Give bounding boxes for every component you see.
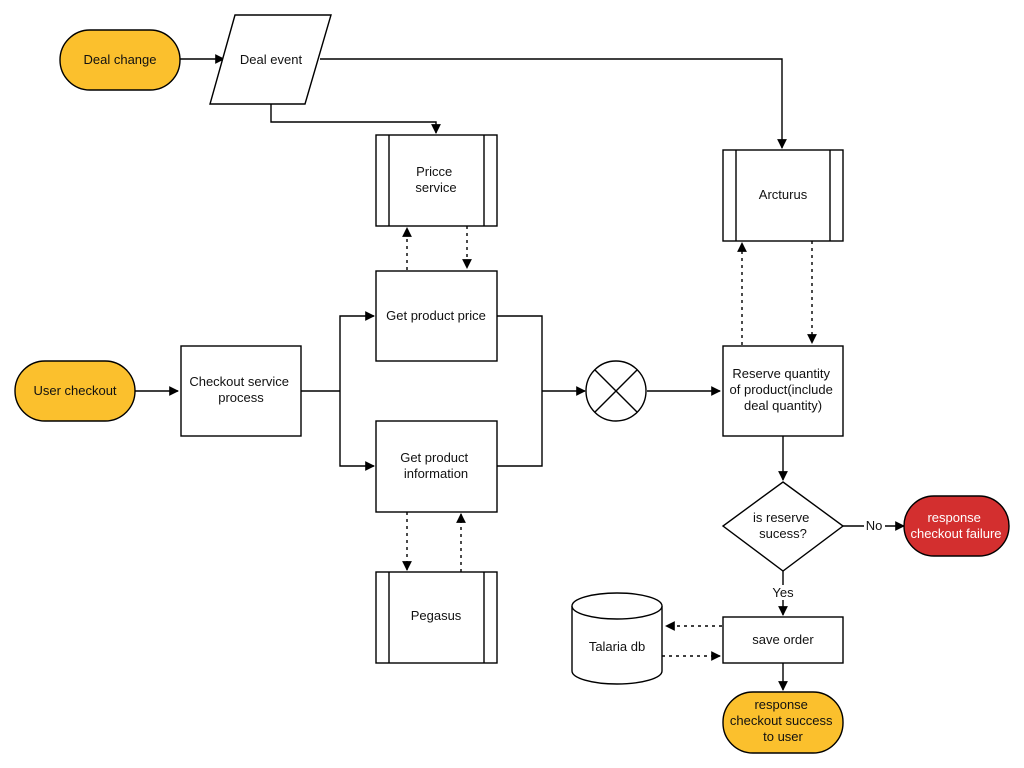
node-label-line: Get product: [400, 450, 468, 465]
node-label: response checkout failure: [910, 510, 1001, 541]
connectors: [135, 54, 905, 691]
node-label-line: deal quantity): [744, 398, 822, 413]
node-label-line: Checkout service: [189, 374, 289, 389]
edge-split-to-get-price: [339, 311, 375, 391]
node-label-line: is reserve: [753, 510, 809, 525]
node-response-success: response checkout success to user: [722, 691, 844, 754]
node-label: Deal event: [240, 52, 303, 67]
node-label-line: process: [218, 390, 264, 405]
node-deal-event: Deal event: [209, 14, 332, 105]
node-arcturus: Arcturus: [722, 149, 844, 242]
node-response-failure: response checkout failure: [903, 495, 1010, 557]
node-label-line: to user: [763, 729, 803, 744]
node-pegasus: Pegasus: [375, 571, 498, 664]
node-label-line: response: [754, 697, 807, 712]
node-label: Pricce service: [415, 164, 456, 195]
node-label: response checkout success to user: [730, 697, 836, 744]
edge-label-no: No: [866, 518, 883, 533]
node-label: Checkout service process: [189, 374, 292, 405]
node-label: Get product price: [386, 308, 486, 323]
edge-split-to-get-info: [339, 391, 375, 471]
edge-get-price-to-merge: [497, 315, 543, 467]
node-label-line: response: [927, 510, 980, 525]
edge-deal-event-to-price-service: [270, 104, 441, 134]
node-label-line: Pricce: [416, 164, 452, 179]
node-label: Deal change: [84, 52, 157, 67]
node-label-line: sucess?: [759, 526, 807, 541]
node-label: Pegasus: [411, 608, 462, 623]
edge-deal-event-to-arcturus: [320, 58, 787, 149]
node-label-line: service: [415, 180, 456, 195]
node-label: is reserve sucess?: [753, 510, 813, 541]
node-label: save order: [752, 632, 814, 647]
edge-label-yes: Yes: [772, 585, 794, 600]
node-reserve-quantity: Reserve quantity of product(include deal…: [722, 345, 844, 437]
node-label-line: Reserve quantity: [732, 366, 830, 381]
node-talaria-db: Talaria db: [571, 592, 663, 685]
node-get-product-price: Get product price: [375, 270, 498, 362]
node-label-line: of product(include: [730, 382, 833, 397]
node-label: Get product information: [400, 450, 472, 481]
node-label: User checkout: [33, 383, 116, 398]
node-deal-change: Deal change: [59, 29, 181, 91]
node-checkout-service: Checkout service process: [180, 345, 302, 437]
node-label: Reserve quantity of product(include deal…: [730, 366, 837, 413]
node-user-checkout: User checkout: [14, 360, 136, 422]
node-get-product-info: Get product information: [375, 420, 498, 513]
node-save-order: save order: [722, 616, 844, 664]
node-label-line: checkout failure: [910, 526, 1001, 541]
node-label-line: checkout success: [730, 713, 833, 728]
node-is-reserve-success: is reserve sucess?: [721, 481, 845, 572]
node-price-service: Pricce service: [375, 134, 498, 227]
node-join-or-gate: [585, 360, 647, 422]
node-label: Arcturus: [759, 187, 808, 202]
node-label: Talaria db: [589, 639, 645, 654]
node-label-line: information: [404, 466, 468, 481]
